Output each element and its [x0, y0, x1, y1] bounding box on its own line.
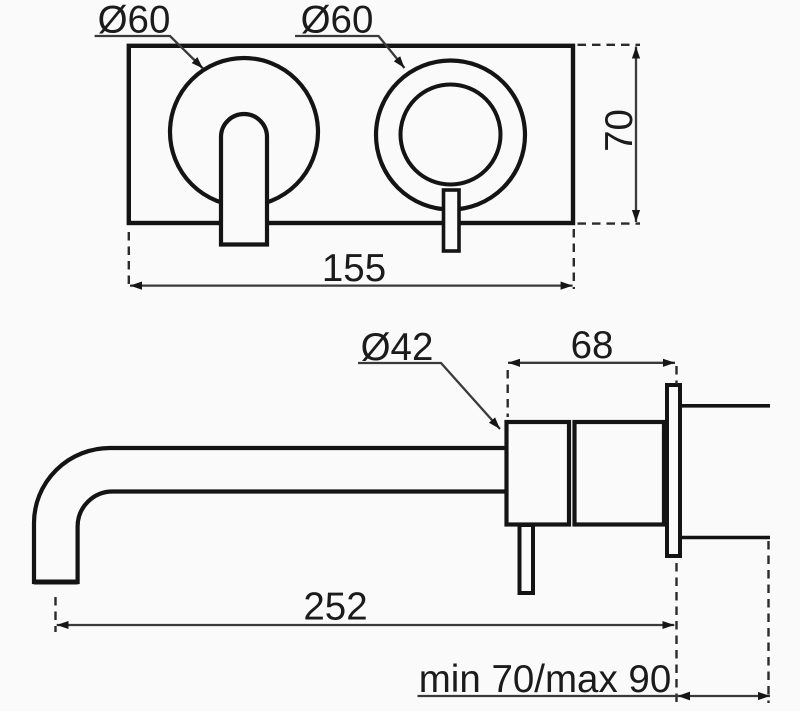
svg-text:Ø60: Ø60: [98, 0, 171, 42]
svg-text:155: 155: [322, 247, 386, 290]
svg-text:min 70/max 90: min 70/max 90: [419, 658, 672, 701]
svg-text:68: 68: [571, 324, 614, 367]
svg-text:Ø60: Ø60: [301, 0, 374, 42]
svg-text:Ø42: Ø42: [361, 326, 434, 369]
svg-text:70: 70: [598, 109, 641, 152]
svg-text:252: 252: [303, 586, 367, 629]
